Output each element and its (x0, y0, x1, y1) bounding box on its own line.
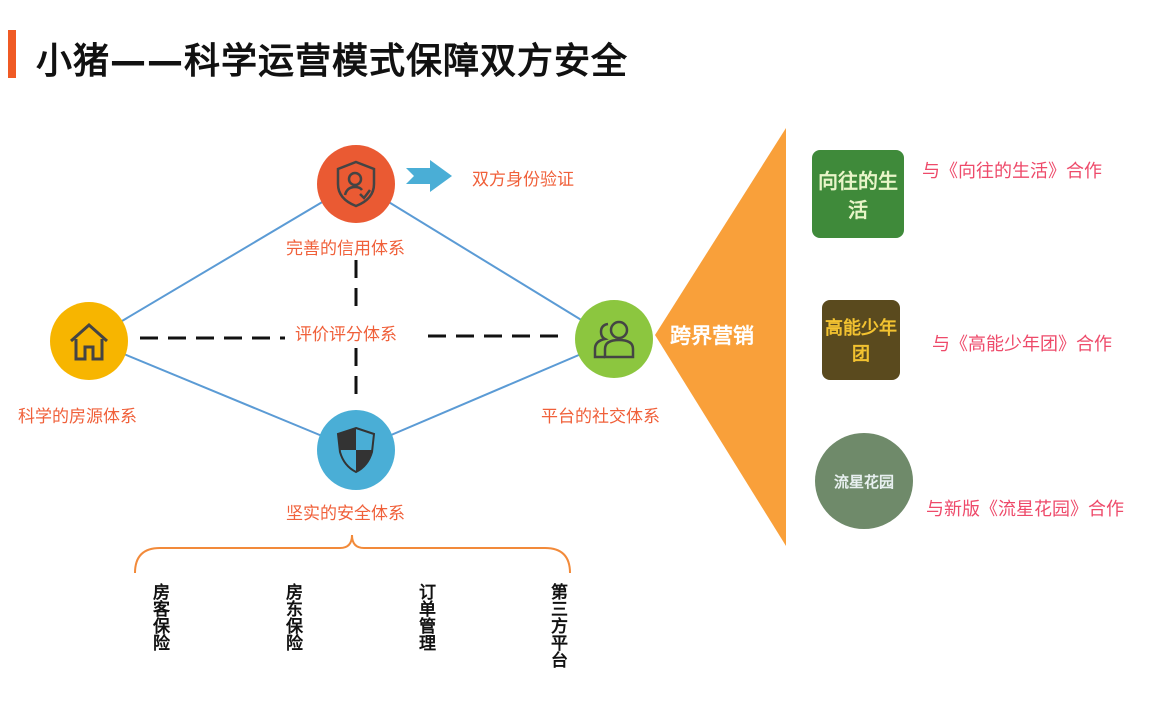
marketing-label: 跨界营销 (670, 324, 754, 348)
partner-label: 与《高能少年团》合作 (932, 334, 1112, 355)
credit-label: 完善的信用体系 (286, 239, 405, 259)
bracket (134, 534, 571, 574)
shield-user-icon (336, 160, 376, 208)
housing-node (50, 302, 128, 380)
house-icon (70, 322, 108, 361)
housing-label: 科学的房源体系 (18, 407, 137, 427)
marketing-triangle (655, 128, 786, 546)
center-label: 评价评分体系 (295, 325, 397, 345)
edge-credit-social (355, 181, 615, 341)
shield-icon (336, 426, 376, 474)
partner-logo-xiangwang: 向往的生活 (812, 150, 904, 238)
safety-item: 第三方平台 (547, 583, 567, 668)
safety-label: 坚实的安全体系 (286, 504, 405, 524)
partner-logo-gaoneng: 高能少年团 (822, 300, 900, 380)
partner-label: 与《向往的生活》合作 (922, 161, 1102, 182)
safety-node (317, 410, 395, 490)
identity-label: 双方身份验证 (472, 170, 574, 190)
social-label: 平台的社交体系 (541, 407, 660, 427)
social-node (575, 300, 653, 378)
safety-item: 房东保险 (282, 583, 302, 651)
users-icon (593, 320, 635, 359)
edge-housing-credit (89, 181, 357, 341)
title-accent-bar (8, 30, 16, 78)
arrow-right-icon (406, 160, 452, 192)
edge-safety-social (355, 339, 615, 451)
credit-node (317, 145, 395, 223)
edge-housing-safety (89, 339, 357, 451)
safety-item: 订单管理 (415, 583, 435, 651)
safety-item: 房客保险 (149, 583, 169, 651)
partner-label: 与新版《流星花园》合作 (926, 499, 1124, 520)
page-title: 小猪——科学运营模式保障双方安全 (36, 41, 629, 82)
partner-logo-liuxing: 流星花园 (815, 433, 913, 529)
